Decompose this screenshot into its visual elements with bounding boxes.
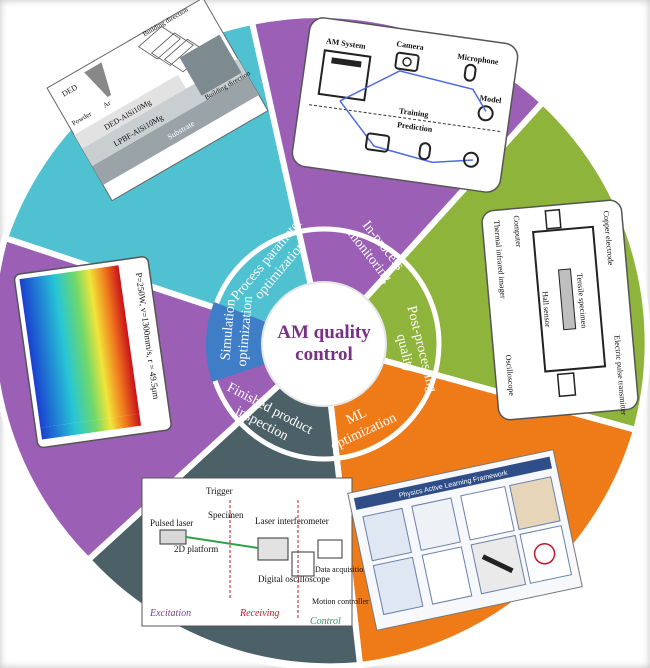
svg-text:2D platform: 2D platform: [174, 544, 218, 554]
svg-text:Pulsed laser: Pulsed laser: [150, 518, 193, 528]
svg-text:Motion controller: Motion controller: [312, 597, 369, 606]
svg-text:Trigger: Trigger: [206, 486, 233, 496]
microphone-icon-2: [418, 142, 432, 161]
center-title-line1: AM quality: [277, 322, 371, 343]
panel-simulation: P=250W, v=1300mm/s, r = 49.5μm: [13, 256, 172, 449]
pulsed-laser-icon: [159, 529, 187, 545]
camera-icon: [394, 51, 420, 72]
oscilloscope-icon: [291, 551, 315, 577]
svg-text:optimization: optimization: [235, 295, 256, 367]
panel-tensile: Copper electrode Thermal infrared imager…: [481, 199, 639, 421]
svg-text:Oscilloscope: Oscilloscope: [504, 354, 517, 396]
svg-text:Hall sensor: Hall sensor: [540, 291, 552, 328]
svg-text:Laser interferometer: Laser interferometer: [255, 516, 329, 526]
model-icon-2: [463, 151, 480, 168]
svg-text:Receiving: Receiving: [239, 608, 279, 619]
panel-ml-framework: Physics Active Learning Framework: [347, 449, 583, 631]
interferometer-icon: [257, 537, 289, 561]
camera-icon-2: [364, 132, 391, 153]
model-icon: [477, 105, 494, 122]
panel-ded-process: LPBF-AlSi10Mg DED-AlSi10Mg Substrate DED…: [46, 0, 269, 202]
svg-text:Ar: Ar: [102, 99, 113, 110]
am-system-icon: [317, 49, 372, 102]
oscilloscope-icon: [556, 372, 577, 398]
svg-text:Control: Control: [310, 616, 341, 627]
computer-icon: [317, 539, 343, 559]
imager-icon: [544, 208, 562, 230]
svg-text:Simulation: Simulation: [218, 298, 238, 361]
panel-laser-inspection: Trigger Pulsed laser Specimen Laser inte…: [141, 477, 369, 627]
svg-text:Digital oscilloscope: Digital oscilloscope: [258, 574, 330, 584]
label-simulation: Simulation optimization: [218, 295, 256, 367]
svg-text:Training: Training: [399, 106, 430, 119]
svg-text:Camera: Camera: [396, 39, 425, 52]
color-scale-bar: [40, 413, 142, 440]
svg-text:Excitation: Excitation: [149, 608, 191, 619]
panel-monitoring: AM System Camera Microphone Model Traini…: [291, 17, 519, 193]
svg-text:Data acquisition: Data acquisition: [315, 565, 367, 574]
melt-pool-contour: [19, 265, 140, 428]
svg-text:Specimen: Specimen: [208, 510, 244, 520]
center-circle: [261, 281, 387, 407]
svg-text:Model: Model: [479, 93, 503, 105]
microphone-icon: [463, 63, 477, 82]
center-title-line2: control: [295, 344, 353, 365]
svg-text:Computer: Computer: [512, 215, 524, 248]
